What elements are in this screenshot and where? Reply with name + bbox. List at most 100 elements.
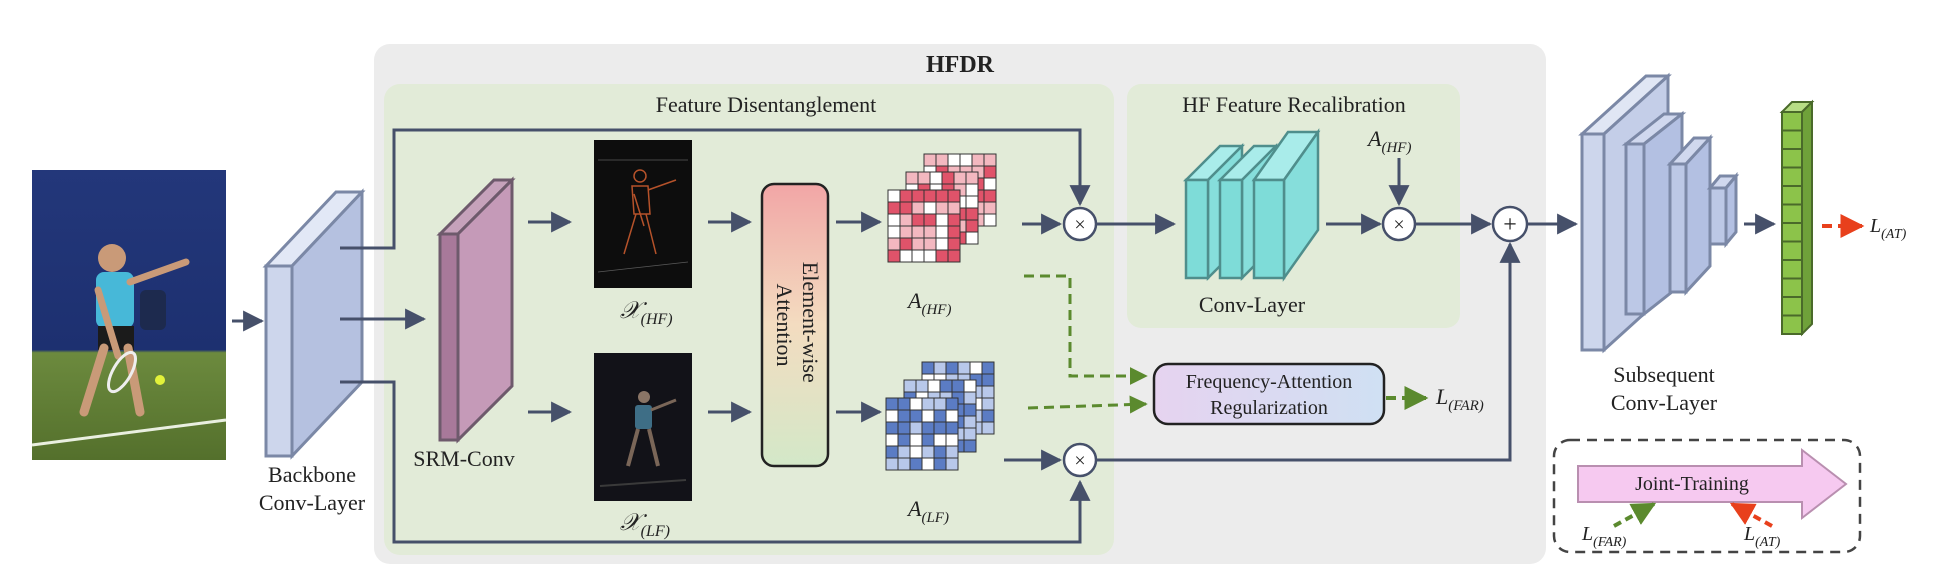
attention-map-cell [983, 153, 997, 167]
attention-map-cell [933, 445, 947, 459]
attention-map-cell [965, 219, 979, 233]
svg-text:×: × [1074, 214, 1085, 236]
attention-map-cell [887, 213, 901, 227]
attention-map-cell [923, 213, 937, 227]
attention-map-cell [945, 421, 959, 435]
output-vector-cell [1781, 296, 1803, 317]
attention-map-cell [909, 397, 923, 411]
joint-lat-label: L(AT) [1743, 523, 1781, 550]
attention-map-cell [953, 171, 967, 185]
joint-lfar-label: L(FAR) [1581, 523, 1627, 550]
attention-map-cell [963, 403, 977, 417]
attention-map-cell [945, 433, 959, 447]
output-vector-cell [1781, 222, 1803, 243]
attention-map-cell [941, 171, 955, 185]
attention-map-cell [923, 249, 937, 263]
hf-recalibration-title: HF Feature Recalibration [1182, 92, 1406, 117]
attention-map-cell [963, 415, 977, 429]
attention-map-cell [947, 249, 961, 263]
attention-map-cell [909, 457, 923, 471]
srm-conv-label: SRM-Conv [413, 446, 514, 471]
multiply-op-hf: × [1062, 206, 1098, 242]
output-vector-cell [1781, 185, 1803, 206]
attention-map-cell [981, 361, 995, 375]
attention-map-cell [911, 213, 925, 227]
recalibration-conv-layers [1182, 128, 1321, 282]
svg-text:×: × [1393, 214, 1404, 236]
input-image [31, 170, 227, 460]
attention-map-cell [911, 237, 925, 251]
attention-map-cell [923, 189, 937, 203]
add-op: + [1491, 205, 1529, 243]
attention-map-cell [887, 189, 901, 203]
attention-map-cell [887, 225, 901, 239]
joint-training-arrow [1577, 447, 1848, 521]
attention-map-cell [935, 189, 949, 203]
attention-map-cell [899, 201, 913, 215]
multiply-op-lf: × [1062, 442, 1098, 478]
output-feature-vector [1779, 99, 1815, 337]
attention-map-cell [897, 433, 911, 447]
attention-map-cell [983, 165, 997, 179]
attention-map-cell [917, 171, 931, 185]
attention-map-cell [885, 409, 899, 423]
attention-map-cell [909, 433, 923, 447]
attention-map-cell [887, 201, 901, 215]
attention-map-cell [911, 201, 925, 215]
attention-map-cell [947, 153, 961, 167]
element-wise-attention-block [760, 182, 830, 468]
backbone-conv-layer [262, 188, 366, 460]
attention-map-cell [899, 225, 913, 239]
svg-text:×: × [1074, 450, 1085, 472]
skip-path-bottom [340, 380, 1091, 544]
attention-map-cell [965, 171, 979, 185]
attention-map-cell [903, 379, 917, 393]
attention-map-cell [887, 237, 901, 251]
hfdr-title: HFDR [926, 52, 995, 78]
attention-map-cell [939, 379, 953, 393]
output-vector-cell [1781, 148, 1803, 169]
attention-map-cell [899, 189, 913, 203]
output-vector-cell [1781, 166, 1803, 187]
attention-map-cell [981, 373, 995, 387]
attention-map-cell [957, 361, 971, 375]
attention-map-cell [947, 201, 961, 215]
joint-green-arrow [1613, 502, 1657, 528]
ahf-label: A(HF) [906, 288, 951, 318]
subsequent-conv-layers [1578, 72, 1740, 354]
attention-map-cell [983, 189, 997, 203]
attention-map-cell [911, 249, 925, 263]
attention-map-cell [911, 225, 925, 239]
attention-map-cell [983, 201, 997, 215]
far-box-line1: Frequency-Attention [1186, 371, 1353, 393]
attention-map-cell [947, 189, 961, 203]
attention-map-cell [909, 409, 923, 423]
lat-label: L(AT) [1869, 215, 1907, 242]
attention-map-cell [983, 177, 997, 191]
attention-map-cell [969, 361, 983, 375]
attention-map-cell [971, 153, 985, 167]
attention-map-cell [933, 457, 947, 471]
srm-conv-layer [436, 176, 516, 444]
attention-map-cell [923, 225, 937, 239]
attention-map-cell [897, 457, 911, 471]
ahf-attention-map [887, 153, 997, 263]
attention-map-cell [945, 409, 959, 423]
output-vector-cell [1781, 129, 1803, 150]
attention-map-cell [933, 421, 947, 435]
output-vector-cell [1781, 203, 1803, 224]
attention-map-cell [885, 421, 899, 435]
attention-map-cell [887, 249, 901, 263]
recalib-conv-label: Conv-Layer [1199, 292, 1306, 317]
feature-disentanglement-title: Feature Disentanglement [656, 92, 877, 117]
green-dash-alf-to-far [1027, 395, 1148, 414]
svg-text:+: + [1503, 212, 1517, 238]
attention-map-cell [885, 457, 899, 471]
attention-map-cell [921, 457, 935, 471]
attention-map-cell [935, 153, 949, 167]
far-box-line2: Regularization [1210, 397, 1328, 419]
attention-map-cell [933, 433, 947, 447]
attention-map-cell [945, 457, 959, 471]
attention-map-cell [935, 213, 949, 227]
